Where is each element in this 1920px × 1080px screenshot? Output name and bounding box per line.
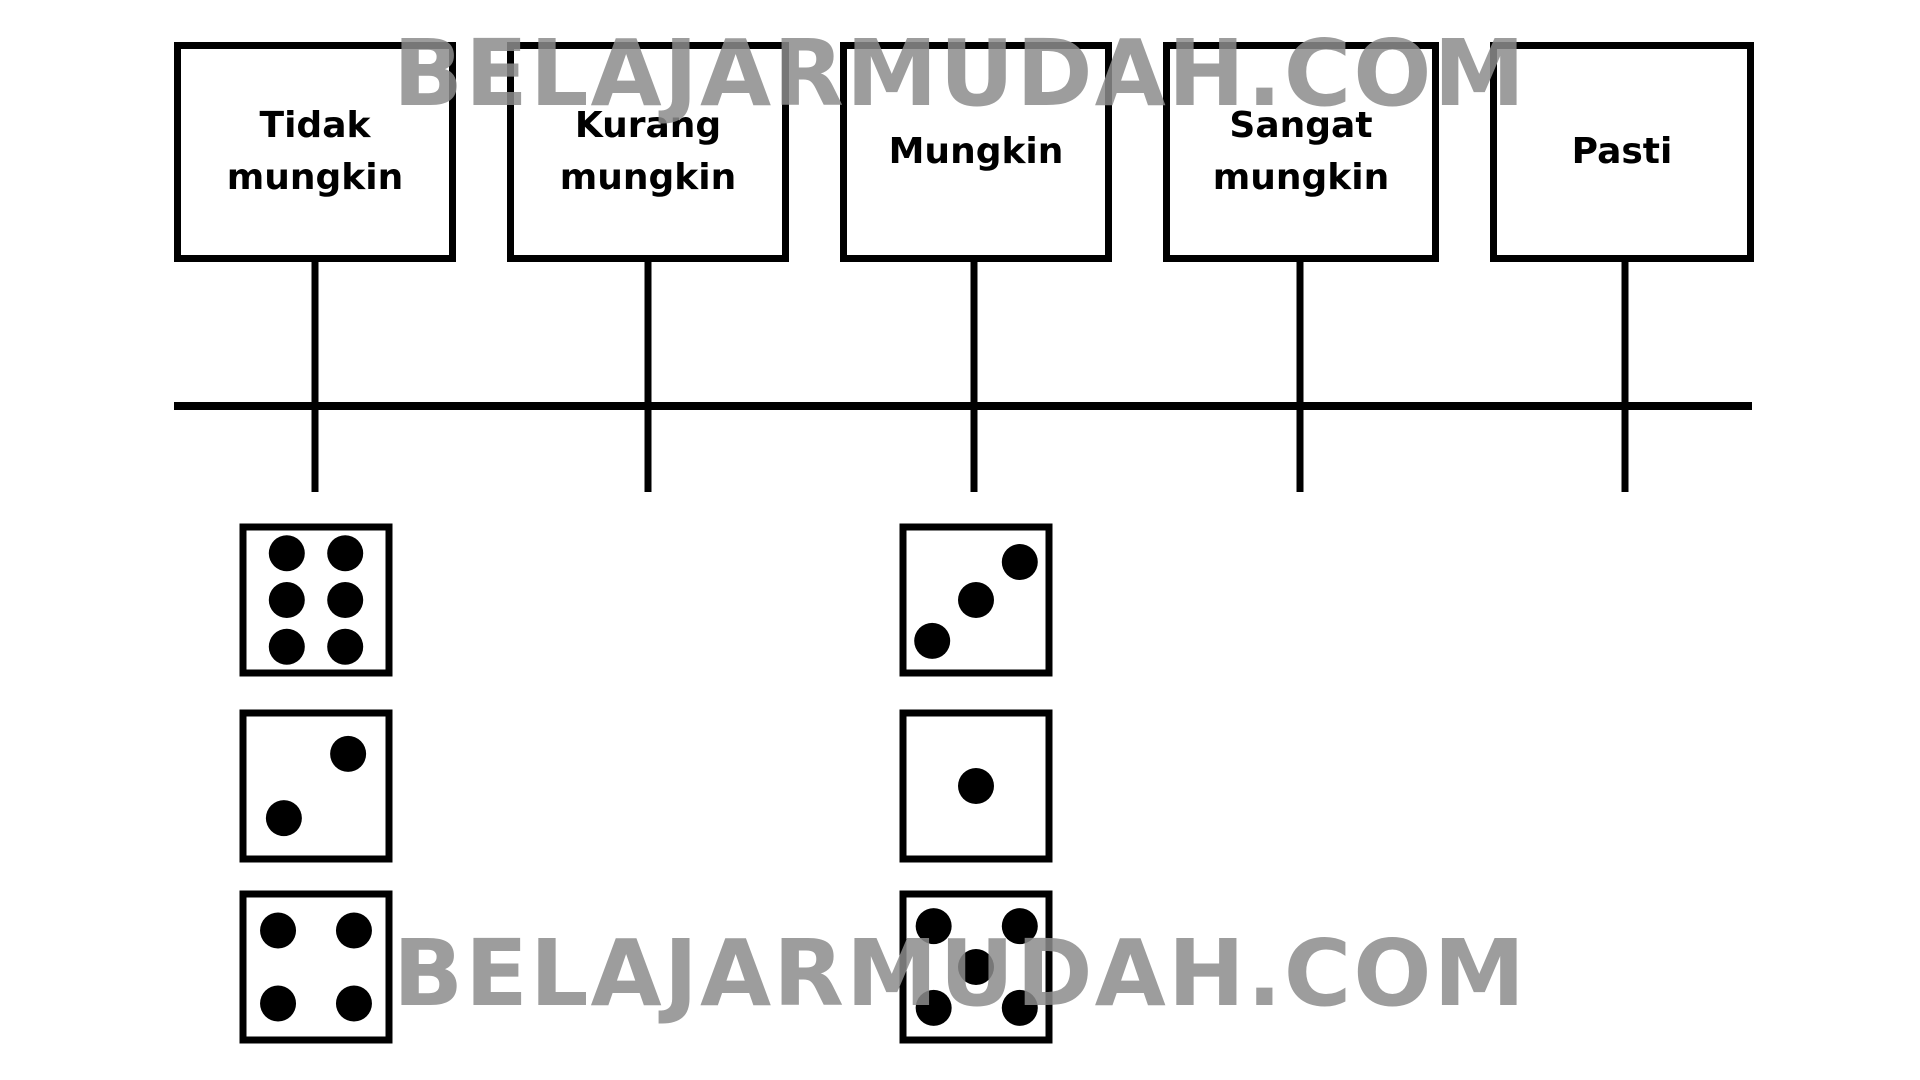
die-outline bbox=[239, 709, 393, 863]
die-pip bbox=[1001, 908, 1038, 945]
die-pip bbox=[1001, 989, 1038, 1026]
label-box-sangat-mungkin: Sangat mungkin bbox=[1163, 42, 1439, 262]
die-pip bbox=[335, 985, 372, 1022]
die-face-5 bbox=[899, 890, 1053, 1044]
die-pip bbox=[915, 989, 952, 1026]
die-pip bbox=[260, 912, 297, 949]
die-pip bbox=[915, 908, 952, 945]
die-pip bbox=[335, 912, 372, 949]
die-face-3 bbox=[899, 523, 1053, 677]
die-outline bbox=[239, 890, 393, 1044]
label-box-mungkin: Mungkin bbox=[840, 42, 1112, 262]
die-pip bbox=[265, 800, 302, 837]
die-pip bbox=[268, 535, 305, 572]
die-face-6 bbox=[239, 523, 393, 677]
die-pip bbox=[327, 582, 364, 618]
label-box-tidak-mungkin: Tidak mungkin bbox=[174, 42, 456, 262]
label-tidak-mungkin: Tidak mungkin bbox=[226, 104, 404, 198]
die-pip bbox=[958, 582, 994, 618]
die-pip bbox=[327, 535, 364, 572]
die-pip bbox=[914, 622, 951, 659]
label-box-pasti: Pasti bbox=[1490, 42, 1754, 262]
label-mungkin: Mungkin bbox=[888, 130, 1064, 172]
label-kurang-mungkin: Kurang mungkin bbox=[559, 104, 737, 198]
die-face-1 bbox=[899, 709, 1053, 863]
die-pip bbox=[958, 768, 994, 804]
die-pip bbox=[958, 949, 994, 985]
die-face-4 bbox=[239, 890, 393, 1044]
die-pip bbox=[268, 582, 305, 618]
die-outline bbox=[239, 523, 393, 677]
label-pasti: Pasti bbox=[1571, 130, 1673, 172]
die-pip bbox=[260, 985, 297, 1022]
die-pip bbox=[1001, 544, 1038, 581]
die-face-2 bbox=[239, 709, 393, 863]
die-pip bbox=[327, 628, 364, 665]
label-box-kurang-mungkin: Kurang mungkin bbox=[507, 42, 789, 262]
die-pip bbox=[268, 628, 305, 665]
label-sangat-mungkin: Sangat mungkin bbox=[1212, 104, 1390, 198]
die-pip bbox=[330, 735, 367, 772]
